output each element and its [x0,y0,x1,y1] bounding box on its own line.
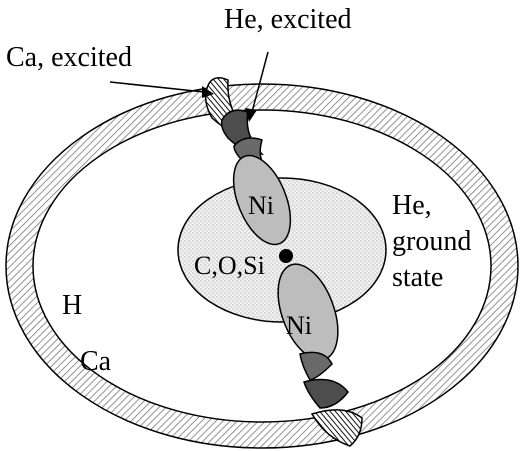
ca-excited-label: Ca, excited [6,42,132,73]
ca-excited-arrowhead [202,86,214,98]
pointer-arrows [109,51,269,122]
lower-he-crescent-2 [303,378,349,409]
h-shell-label: H [62,290,82,321]
he-ground-label-line3: state [392,262,443,293]
core-label: C,O,Si [194,251,265,280]
ca-excited-arrow-line [109,81,205,93]
lower-ca-crescent [310,409,363,447]
lower-ejecta [277,263,363,447]
he-ground-label-line2: ground [392,226,471,257]
ca-shell-label: Ca [80,346,112,377]
core-region [177,177,387,323]
upper-ejecta [204,77,292,246]
he-excited-arrowhead [245,108,257,122]
upper-ni-blob [232,154,292,246]
he-ground-label-line1: He, [392,190,432,221]
ni-lower-label: Ni [286,311,312,340]
he-excited-arrow-line [251,51,269,113]
center-dot [279,249,293,263]
ni-upper-label: Ni [248,191,274,220]
lower-he-crescent-1 [299,351,333,381]
he-excited-label: He, excited [224,4,352,35]
